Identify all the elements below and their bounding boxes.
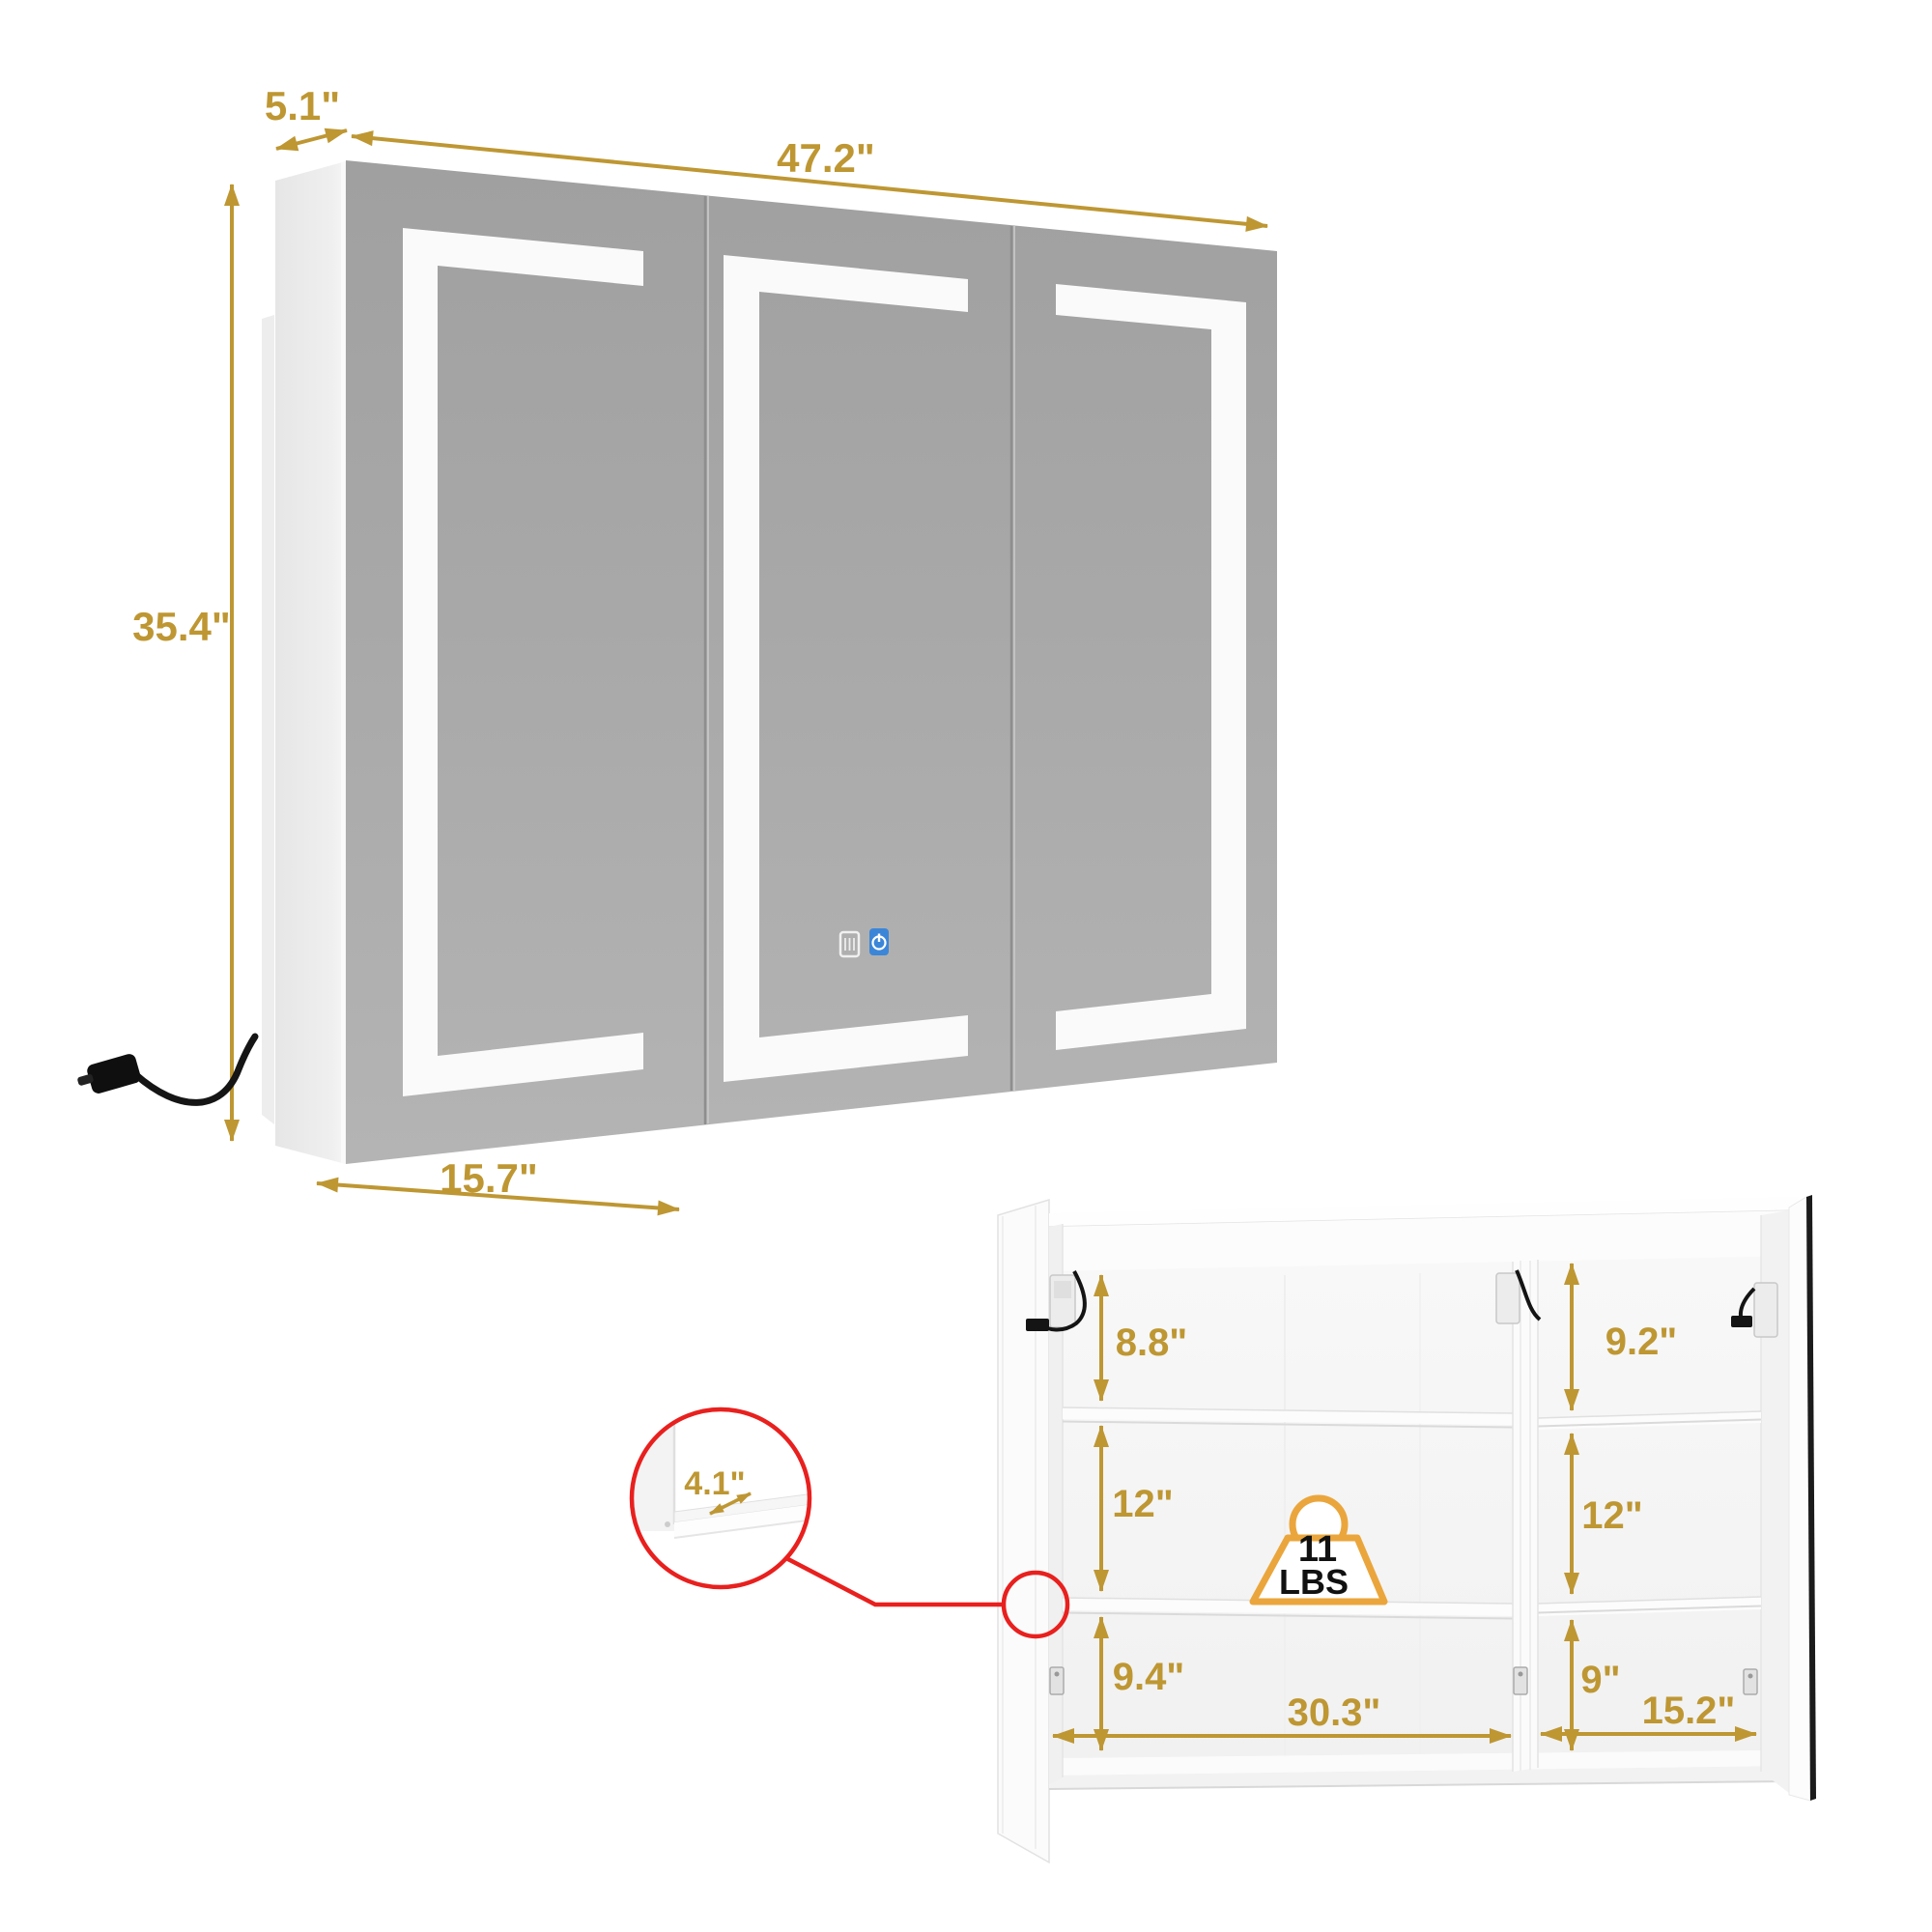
weight-capacity-icon: 11 LBS — [1249, 1494, 1388, 1605]
cabinet-ceiling — [1049, 1210, 1799, 1273]
wire-connector-left — [1026, 1319, 1049, 1331]
right-bottom-space-label: 9" — [1580, 1659, 1620, 1701]
mounting-strip — [262, 315, 274, 1124]
left-bottom-space-label: 9.4" — [1113, 1656, 1185, 1698]
led-strip-door-1 — [403, 228, 643, 1096]
hinge-bottom-right — [1743, 1668, 1758, 1695]
led-wire-center — [1515, 1269, 1542, 1321]
shelf-left-2 — [1062, 1597, 1514, 1620]
led-strip-door-2 — [724, 255, 968, 1082]
power-cord — [77, 1033, 259, 1106]
hinge-bottom-center — [1513, 1666, 1528, 1695]
shelf-right-1 — [1537, 1410, 1762, 1430]
wire-connector-right — [1731, 1316, 1752, 1327]
bottom-outer-edge — [1048, 1780, 1790, 1790]
weight-value: 11 — [1298, 1529, 1337, 1570]
depth-dimension-arrow — [275, 128, 348, 152]
shelf-detail-circle — [1001, 1570, 1070, 1639]
top-panel-edge — [1049, 1197, 1799, 1227]
led-driver-left — [1026, 1270, 1087, 1332]
mirror-edge — [1806, 1195, 1816, 1801]
right-middle-space-label: 12" — [1581, 1494, 1642, 1537]
shelf-depth-label: 4.1" — [684, 1465, 745, 1502]
right-top-space-label: 9.2" — [1605, 1321, 1678, 1363]
width-dimension-arrow — [351, 130, 1268, 232]
right-width-label: 15.2" — [1642, 1690, 1736, 1732]
interior-view: 8.8" 12" 9.4" 30.3" 9.2" 12" 9" 15.2" 11… — [629, 1195, 1816, 1864]
defog-button-icon — [838, 930, 861, 958]
right-door-panel — [1788, 1195, 1816, 1802]
front-view: 5.1" 47.2" 35.4" 15.7" — [77, 83, 1277, 1216]
depth-dimension-label: 5.1" — [265, 83, 340, 128]
magnifier-callout-line — [782, 1555, 1006, 1607]
power-button-icon — [869, 928, 889, 955]
front-face — [346, 160, 1277, 1164]
magnifier-ring — [629, 1406, 812, 1590]
width-dimension-label: 47.2" — [777, 135, 875, 181]
led-driver-right — [1731, 1282, 1778, 1338]
magnifier: 4.1" — [629, 1406, 812, 1590]
magnified-shelf-shadow — [673, 1519, 810, 1539]
door-width-dimension-label: 15.7" — [440, 1155, 538, 1201]
shelf-right-2 — [1537, 1596, 1762, 1616]
shelf-left-1 — [1062, 1406, 1514, 1429]
magnified-shelf-front — [674, 1504, 810, 1537]
hinge-bottom-left — [1049, 1666, 1065, 1695]
left-middle-space-label: 12" — [1112, 1483, 1173, 1525]
shelf-depth-arrow — [709, 1492, 752, 1516]
height-dimension-label: 35.4" — [132, 604, 231, 649]
magnified-screw — [665, 1521, 670, 1527]
right-wall — [1761, 1210, 1789, 1793]
power-plug — [77, 1054, 141, 1094]
left-wall — [1049, 1224, 1063, 1784]
left-width-label: 30.3" — [1288, 1691, 1381, 1734]
mirror-front — [346, 160, 1277, 1164]
cord-wire — [131, 1033, 259, 1106]
back-wall — [1049, 1256, 1799, 1762]
weight-unit: LBS — [1279, 1562, 1349, 1602]
led-strip-door-3 — [1056, 284, 1246, 1050]
side-panel — [275, 161, 346, 1164]
left-door-panel — [997, 1198, 1050, 1864]
left-top-space-label: 8.8" — [1116, 1321, 1188, 1364]
door-width-dimension-arrow — [316, 1177, 680, 1216]
led-driver-center — [1495, 1269, 1542, 1324]
